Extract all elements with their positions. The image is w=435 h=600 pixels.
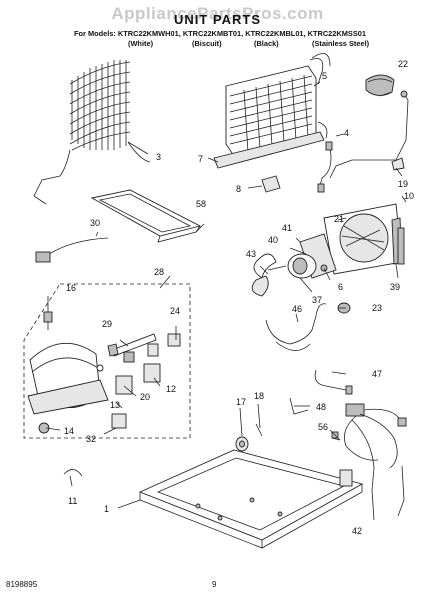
callout-3: 3 [156, 152, 161, 162]
clip-bracket [261, 175, 281, 193]
callout-30: 30 [90, 218, 100, 228]
compressor-group-box [23, 283, 191, 439]
callout-12: 12 [166, 384, 176, 394]
callout-41: 41 [282, 223, 292, 233]
color-white: (White) [128, 39, 154, 48]
diagram-title: UNIT PARTS [173, 12, 262, 27]
callout-13: 13 [110, 400, 120, 410]
callout-6: 6 [338, 282, 343, 292]
callout-labels: 3 5 4 7 8 22 19 10 58 30 21 41 40 43 6 3… [64, 59, 414, 536]
callout-37: 37 [312, 295, 322, 305]
fan-motor-assembly [251, 233, 337, 297]
callout-24: 24 [170, 306, 180, 316]
wire-clip [63, 469, 83, 477]
doc-number: 8198895 [6, 580, 38, 589]
callout-32: 32 [86, 434, 96, 444]
callout-10: 10 [404, 191, 414, 201]
callout-40: 40 [268, 235, 278, 245]
leader-lines [45, 81, 407, 521]
callout-56: 56 [318, 422, 328, 432]
callout-11: 11 [68, 496, 77, 506]
color-stainless-steel: (Stainless Steel) [312, 39, 370, 48]
callout-28: 28 [154, 267, 164, 277]
grommet-and-screw [235, 423, 263, 452]
callout-4: 4 [344, 128, 349, 138]
callout-18: 18 [254, 391, 264, 401]
evaporator-coil [213, 53, 331, 169]
callout-19: 19 [398, 179, 408, 189]
page-number: 9 [212, 580, 217, 589]
callout-46: 46 [292, 304, 302, 314]
callout-22: 22 [398, 59, 408, 69]
callout-42: 42 [352, 526, 362, 536]
sensor-harness [317, 141, 333, 193]
callout-43: 43 [246, 249, 256, 259]
callout-48: 48 [316, 402, 326, 412]
callout-17: 17 [236, 397, 246, 407]
callout-5: 5 [322, 71, 327, 81]
watermark: AppliancePartsPros.com [111, 4, 324, 23]
callout-8: 8 [236, 184, 241, 194]
compressor [27, 342, 109, 434]
defrost-heater-wire [329, 90, 409, 179]
callout-16: 16 [66, 283, 76, 293]
tube-elbow [289, 397, 309, 415]
callout-14: 14 [64, 426, 74, 436]
fan-shroud [323, 203, 405, 275]
callout-23: 23 [372, 303, 382, 313]
cord-and-plug [35, 237, 109, 263]
callout-21: 21 [334, 214, 344, 224]
callout-47: 47 [372, 369, 382, 379]
callout-39: 39 [390, 282, 400, 292]
drain-hose [265, 303, 327, 351]
callout-20: 20 [140, 392, 150, 402]
color-biscuit: (Biscuit) [192, 39, 222, 48]
wiring-harness [331, 403, 407, 517]
condenser-coil [33, 60, 151, 205]
callout-29: 29 [102, 319, 112, 329]
callout-7: 7 [198, 154, 203, 164]
callout-58: 58 [196, 199, 206, 209]
base-plate [138, 449, 364, 549]
models-line: For Models: KTRC22KMWH01, KTRC22KMBT01, … [74, 29, 366, 38]
color-black: (Black) [254, 39, 279, 48]
drain-pan [90, 189, 202, 243]
callout-1: 1 [104, 504, 109, 514]
tubing [314, 369, 353, 395]
